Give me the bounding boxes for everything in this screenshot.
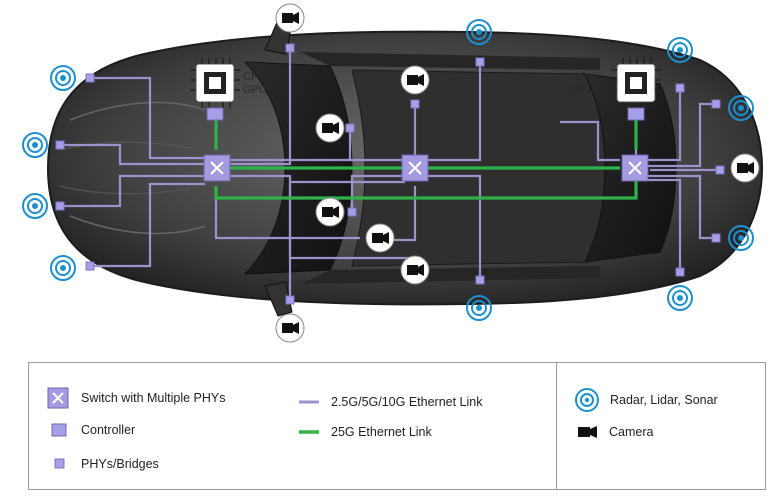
legend-controller-label: Controller (81, 423, 136, 437)
radar-icon (50, 65, 76, 91)
camera-icon (578, 426, 597, 438)
legend: Switch with Multiple PHYs Controller PHY… (28, 362, 766, 490)
legend-camera-label: Camera (609, 425, 654, 439)
legend-switch: Switch with Multiple PHYs (45, 385, 226, 411)
car-network-diagram: CPU/ GPU CPU/ GPU (22, 3, 764, 343)
legend-camera: Camera (577, 425, 653, 439)
legend-radar-label: Radar, Lidar, Sonar (610, 393, 718, 407)
multi-gig-link-swatch (299, 400, 319, 404)
legend-link-multi-label: 2.5G/5G/10G Ethernet Link (331, 395, 483, 409)
cpu-right-label-line2: GPU (572, 84, 596, 96)
cameras (275, 3, 760, 343)
radar-icon (466, 19, 492, 45)
cpu-gpu-right: CPU/ GPU (572, 58, 661, 121)
cpu-left-label-line2: GPU (243, 84, 267, 96)
legend-phy-label: PHYs/Bridges (81, 457, 159, 471)
switch-center (401, 154, 429, 182)
radar-icon (22, 193, 48, 219)
radar-icon (728, 225, 754, 251)
radar-icon (466, 295, 492, 321)
camera-icon (400, 255, 430, 285)
switch-icon (47, 387, 69, 409)
phy-bridges (55, 43, 725, 305)
ethernet-links-25g (214, 118, 638, 200)
camera-icon (730, 153, 760, 183)
controller-icon (51, 423, 67, 437)
legend-link-25g-label: 25G Ethernet Link (331, 425, 432, 439)
legend-divider (556, 363, 557, 489)
controller-cpu-right (627, 107, 645, 121)
radar-sensors (22, 19, 754, 321)
camera-icon (400, 65, 430, 95)
switch-left (203, 154, 231, 182)
legend-controller: Controller (49, 422, 135, 438)
radar-icon (667, 285, 693, 311)
legend-switch-label: Switch with Multiple PHYs (81, 391, 226, 405)
camera-icon (275, 3, 305, 33)
25g-link-swatch (299, 430, 319, 434)
controller-cpu-left (206, 107, 224, 121)
cpu-gpu-left: CPU/ GPU (190, 58, 270, 121)
cpu-right-label-line1: CPU/ (572, 71, 599, 83)
legend-link-25g: 25G Ethernet Link (297, 425, 432, 439)
phy-bridge-icon (54, 458, 65, 469)
radar-icon (50, 255, 76, 281)
camera-icon (315, 197, 345, 227)
legend-link-multi: 2.5G/5G/10G Ethernet Link (297, 395, 482, 409)
camera-icon (275, 313, 305, 343)
cpu-chip-icon (190, 58, 240, 108)
radar-icon (575, 388, 599, 412)
legend-radar: Radar, Lidar, Sonar (574, 387, 718, 413)
cpu-left-label-line1: CPU/ (243, 71, 270, 83)
switch-right (621, 154, 649, 182)
camera-icon (365, 223, 395, 253)
radar-icon (728, 95, 754, 121)
legend-phy: PHYs/Bridges (49, 456, 159, 472)
cpu-chip-icon (611, 58, 661, 108)
camera-icon (315, 113, 345, 143)
radar-icon (22, 132, 48, 158)
radar-icon (667, 37, 693, 63)
